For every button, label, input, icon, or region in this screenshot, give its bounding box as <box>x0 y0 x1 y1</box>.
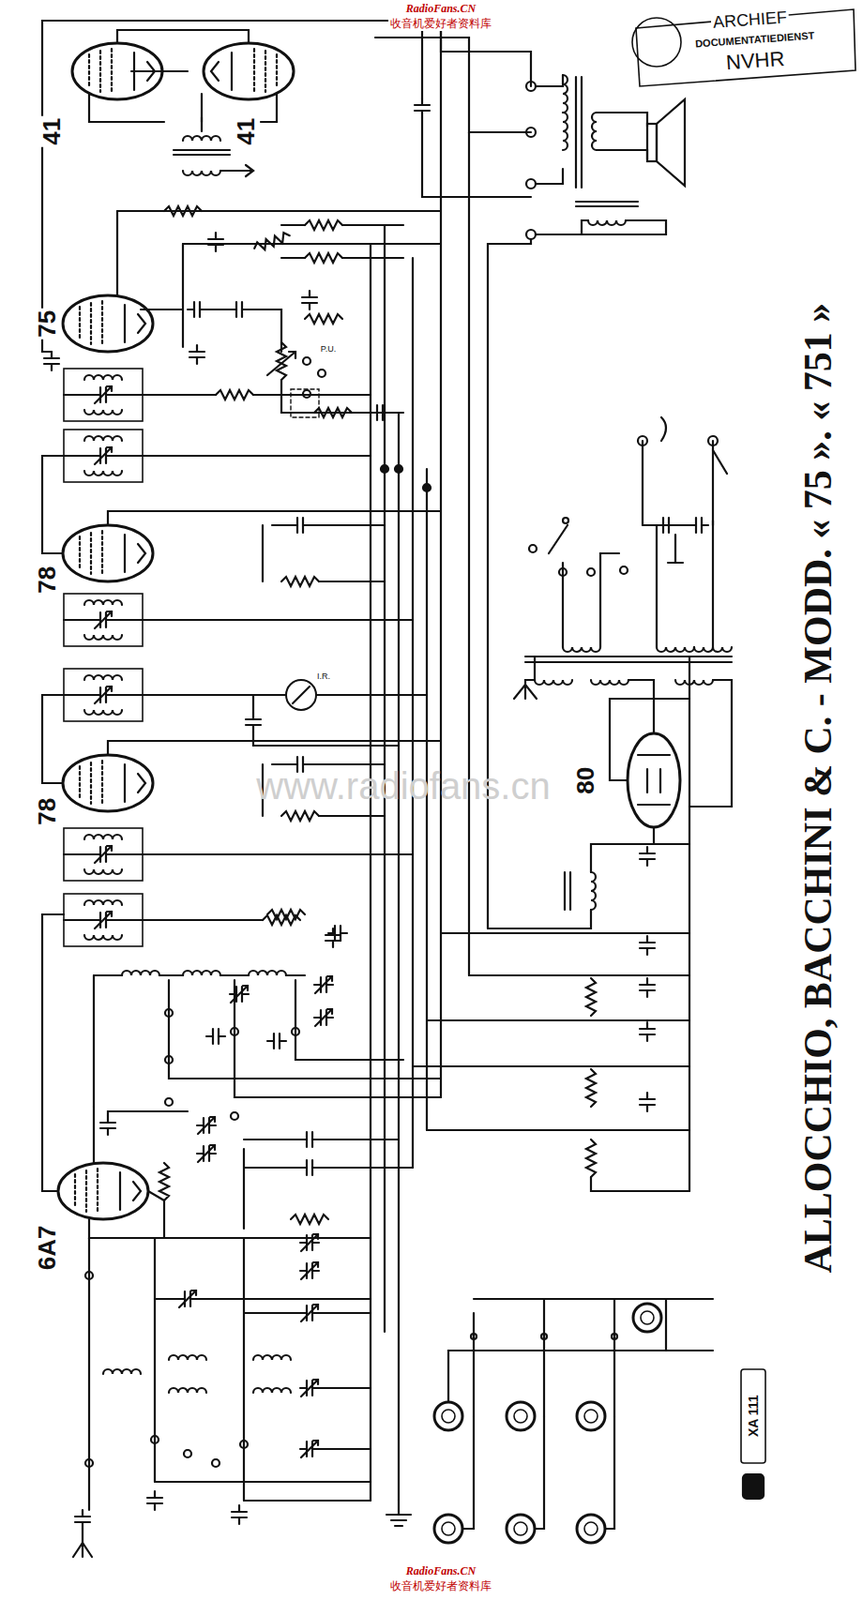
stamp-text: NVHR <box>723 47 788 76</box>
watermark: RadioFans.CN <box>404 2 478 16</box>
watermark: www.radiofans.cn <box>256 765 550 807</box>
tube-label: 80 <box>572 765 600 797</box>
tube-label: 41 <box>38 116 66 148</box>
connector-label: P.U. <box>318 345 338 355</box>
stamp-text: ARCHIEF <box>711 8 790 33</box>
tube-label: 78 <box>33 796 61 828</box>
tube-label: 41 <box>232 116 260 148</box>
watermark: RadioFans.CN <box>404 1565 478 1578</box>
reference-code: XA 111 <box>745 1393 760 1440</box>
tube-label: 78 <box>33 564 61 596</box>
watermark: 收音机爱好者资料库 <box>388 1580 494 1593</box>
tube-label: 6A7 <box>33 1223 61 1272</box>
tube-label: 75 <box>33 308 61 340</box>
meter-label: I.R. <box>315 672 333 682</box>
watermark: 收音机爱好者资料库 <box>388 17 494 31</box>
title: ALLOCCHIO, BACCHINI & C. - MODD. « 75 ».… <box>796 301 840 1276</box>
